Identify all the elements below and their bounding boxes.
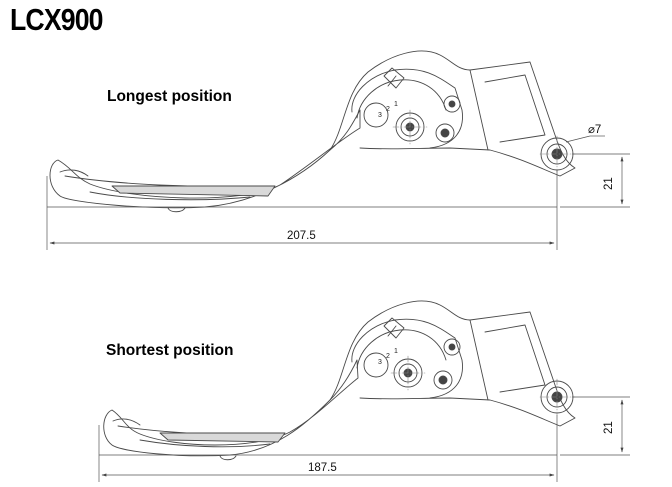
longest-pivot-offset-dimension xyxy=(560,153,630,208)
shortest-pivot-offset-dimension xyxy=(560,396,630,456)
longest-length-label: 207.5 xyxy=(287,230,316,242)
longest-adjust-marks: 3 2 1 xyxy=(378,101,398,119)
longest-lever-body xyxy=(329,50,576,177)
longest-hole-diameter-label: ⌀7 xyxy=(588,124,601,136)
shortest-lever-body xyxy=(329,300,576,427)
shortest-adjuster-dial xyxy=(363,317,405,378)
shortest-mark-1: 1 xyxy=(394,348,398,355)
longest-lever-view xyxy=(49,50,576,213)
longest-mark-3: 3 xyxy=(378,112,382,119)
longest-mark-1: 1 xyxy=(394,101,398,108)
drawing-title: LCX900 xyxy=(10,2,104,37)
longest-position-caption: Longest position xyxy=(107,88,232,105)
longest-adjuster-dial xyxy=(363,67,405,128)
shortest-lever-blade xyxy=(103,359,359,457)
longest-lever-blade xyxy=(49,109,361,209)
shortest-mark-3: 3 xyxy=(378,359,382,366)
shortest-lever-view xyxy=(103,300,576,461)
longest-mark-2: 2 xyxy=(386,106,390,113)
shortest-pivot-offset-label: 21 xyxy=(603,421,615,434)
shortest-adjust-marks: 3 2 1 xyxy=(378,348,398,366)
shortest-length-label: 187.5 xyxy=(308,462,337,474)
shortest-mark-2: 2 xyxy=(386,353,390,360)
longest-hole-dimension xyxy=(565,135,605,143)
shortest-length-dimension xyxy=(98,415,558,482)
shortest-position-caption: Shortest position xyxy=(106,342,234,359)
longest-pivot-offset-label: 21 xyxy=(603,177,615,190)
longest-length-dimension xyxy=(46,170,558,250)
